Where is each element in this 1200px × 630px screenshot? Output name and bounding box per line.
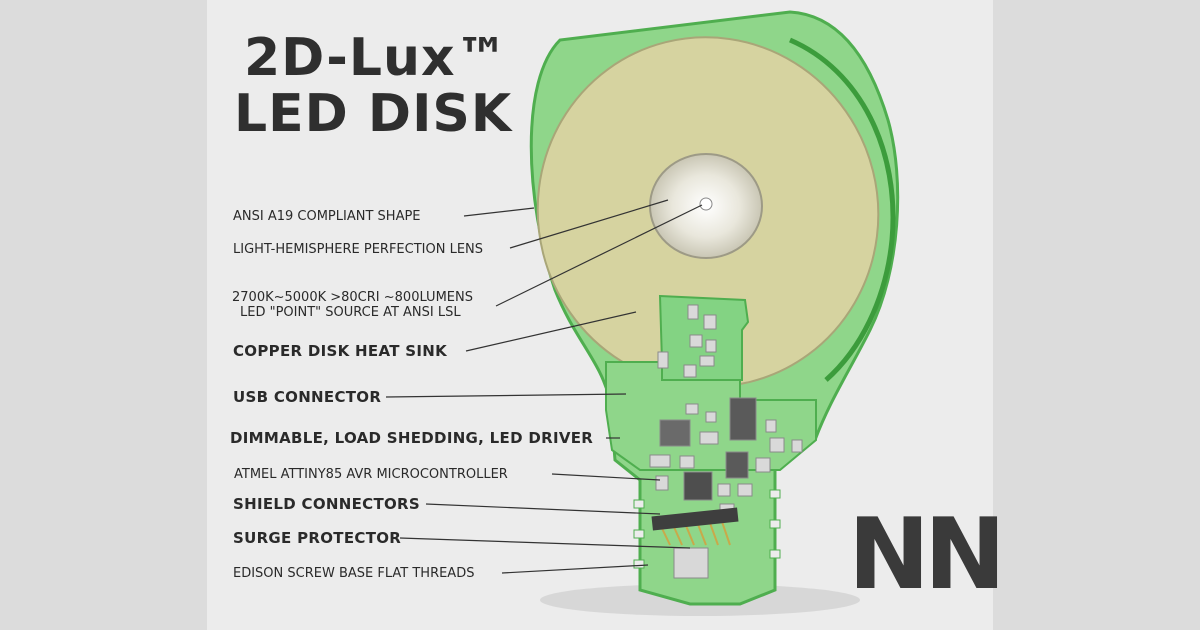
title-line-2: LED DISK bbox=[234, 84, 513, 144]
label-usb: USB CONNECTOR bbox=[233, 388, 382, 406]
leader-lines bbox=[385, 199, 703, 574]
label-spec-1: 2700K~5000K >80CRI ~800LUMENS bbox=[232, 290, 473, 305]
label-surge: SURGE PROTECTOR bbox=[233, 529, 402, 547]
thread-notches bbox=[633, 489, 781, 569]
pin-header bbox=[651, 507, 739, 531]
led-point bbox=[699, 197, 713, 211]
label-driver: DIMMABLE, LOAD SHEDDING, LED DRIVER bbox=[230, 429, 594, 447]
right-margin bbox=[993, 0, 1200, 630]
label-lens: LIGHT-HEMISPHERE PERFECTION LENS bbox=[233, 242, 484, 257]
label-edison: EDISON SCREW BASE FLAT THREADS bbox=[233, 566, 475, 581]
brand-logo: NN bbox=[848, 498, 1006, 612]
label-ansi-shape: ANSI A19 COMPLIANT SHAPE bbox=[233, 209, 421, 224]
label-shield: SHIELD CONNECTORS bbox=[233, 495, 420, 513]
left-margin bbox=[0, 0, 207, 630]
label-spec-2: LED "POINT" SOURCE AT ANSI LSL bbox=[240, 305, 461, 320]
surge-protector-part bbox=[673, 547, 709, 579]
label-mcu: ATMEL ATTINY85 AVR MICROCONTROLLER bbox=[234, 467, 508, 482]
label-heat-sink: COPPER DISK HEAT SINK bbox=[233, 342, 448, 360]
disk-edge bbox=[789, 37, 896, 382]
title-line-1: 2D-Lux™ bbox=[244, 28, 509, 88]
